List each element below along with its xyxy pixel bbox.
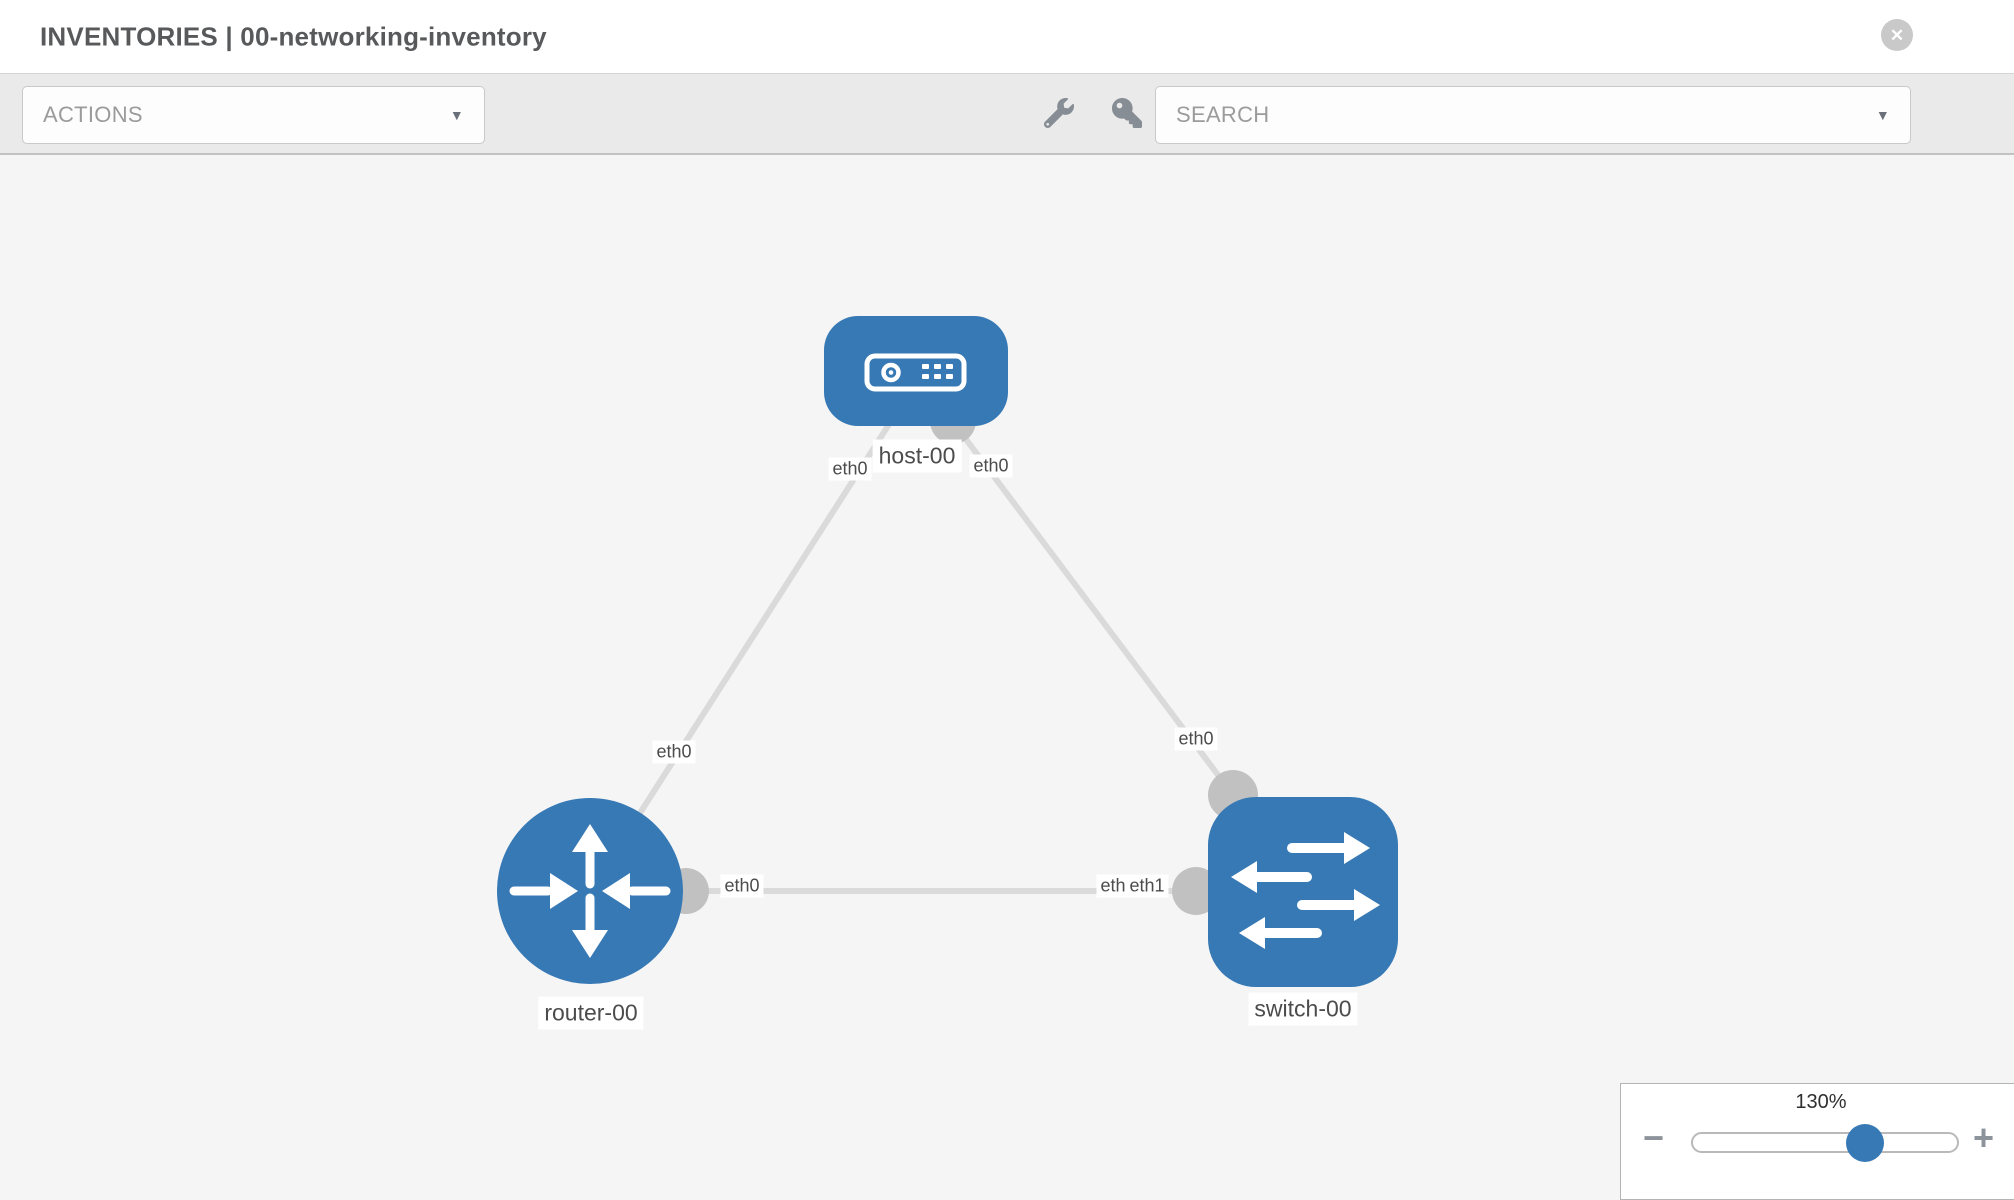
iface-label-router-switch-switch: eth1 (1125, 874, 1169, 898)
zoom-slider-track[interactable] (1691, 1132, 1959, 1153)
iface-label-host-router-router: eth0 (652, 740, 696, 764)
router-arrows-icon (509, 824, 671, 958)
wrench-icon (1043, 98, 1074, 129)
iface-label-host-router-host: eth0 (828, 457, 872, 481)
zoom-in-button[interactable]: + (1973, 1117, 1995, 1158)
zoom-out-button[interactable]: − (1643, 1117, 1665, 1158)
toolbar: ACTIONS ▼ SEARCH ▼ (0, 73, 2014, 155)
search-dropdown-label: SEARCH (1176, 102, 1270, 127)
host-device-icon (864, 353, 967, 392)
search-dropdown[interactable]: SEARCH ▼ (1155, 86, 1911, 144)
node-router-00[interactable] (497, 798, 683, 984)
actions-dropdown-label: ACTIONS (43, 102, 143, 127)
key-button[interactable] (1112, 98, 1142, 131)
node-label-host: host-00 (872, 439, 962, 473)
link-host-router[interactable] (587, 413, 898, 893)
zoom-control-panel: 130% − + (1620, 1083, 2014, 1200)
key-icon (1112, 98, 1142, 128)
node-label-switch: switch-00 (1248, 992, 1358, 1026)
chevron-down-icon: ▼ (449, 107, 464, 123)
actions-dropdown[interactable]: ACTIONS ▼ (22, 86, 485, 144)
iface-label-host-switch-switch: eth0 (1174, 727, 1218, 751)
node-label-router: router-00 (538, 996, 644, 1030)
chevron-down-icon: ▼ (1875, 107, 1890, 123)
node-switch-00[interactable] (1208, 797, 1398, 987)
zoom-slider-handle[interactable] (1846, 1124, 1884, 1162)
wrench-button[interactable] (1043, 98, 1074, 131)
zoom-level: 130% (1795, 1091, 1847, 1113)
page-title: INVENTORIES | 00-networking-inventory (40, 21, 547, 51)
close-button[interactable]: ✕ (1881, 19, 1913, 51)
close-icon: ✕ (1889, 25, 1905, 45)
node-host-00[interactable] (824, 316, 1008, 426)
iface-label-host-switch-host: eth0 (969, 454, 1013, 478)
switch-exchange-icon (1231, 832, 1380, 949)
topology-graph (497, 316, 1398, 987)
header: INVENTORIES | 00-networking-inventory ✕ (0, 0, 2014, 73)
iface-label-router-switch-router: eth0 (720, 874, 764, 898)
topology-canvas[interactable]: host-00 router-00 switch-00 eth0 eth0 et… (0, 155, 2014, 1200)
